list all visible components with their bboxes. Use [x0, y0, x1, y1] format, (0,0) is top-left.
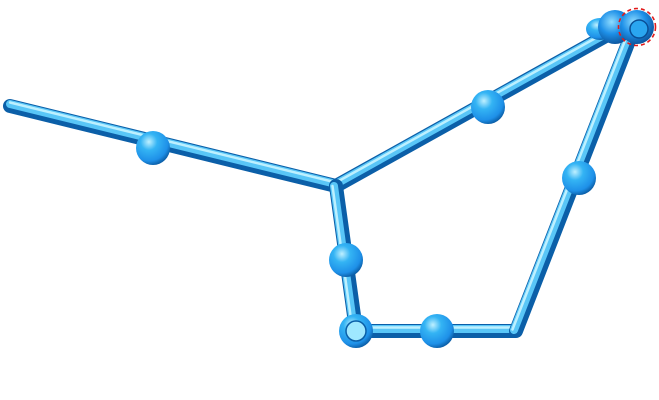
tube-nodes [136, 7, 657, 348]
tube-joint-node[interactable] [471, 90, 505, 124]
tube-joint-node[interactable] [562, 161, 596, 195]
tube-joint-node[interactable] [329, 243, 363, 277]
tube-segment[interactable] [3, 99, 343, 193]
tube-joint-node[interactable] [420, 314, 454, 348]
tube-joint-node[interactable] [136, 131, 170, 165]
tube-segments [3, 21, 641, 338]
selected-endpoint-node[interactable] [586, 7, 657, 47]
start-endpoint-node[interactable] [339, 314, 373, 348]
